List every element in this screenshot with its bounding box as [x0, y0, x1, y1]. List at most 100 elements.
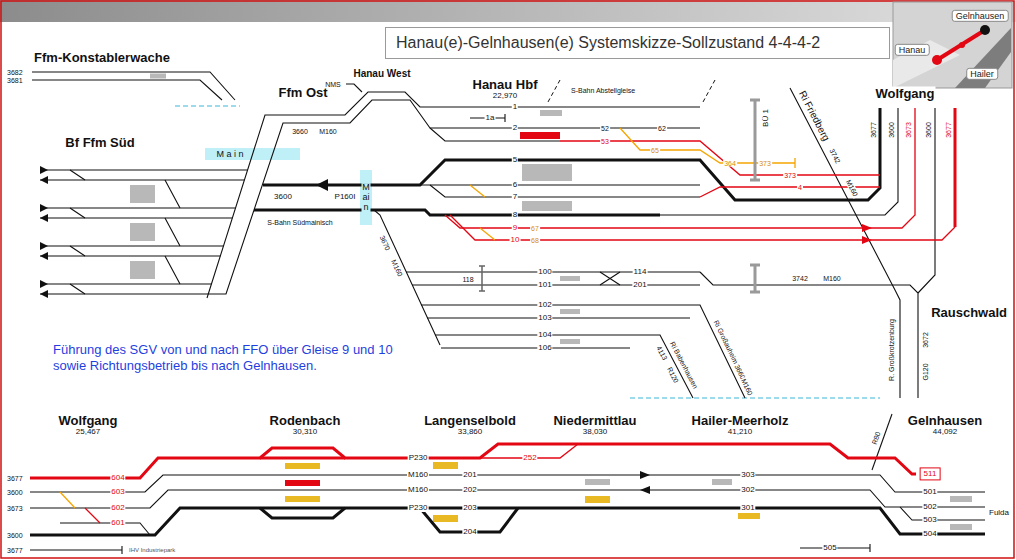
line-number: 3681 [6, 77, 24, 84]
track-number: 603 [110, 488, 125, 496]
line-number: 3677 [6, 547, 24, 554]
track-line [790, 88, 900, 398]
track-number: 5 [512, 156, 518, 164]
station-name: Rodenbach [269, 414, 342, 427]
platform [130, 74, 972, 531]
track-number: 101 [537, 281, 552, 289]
line-number: 67 [530, 225, 540, 232]
red-line [85, 108, 955, 523]
line-number: 3742 [791, 275, 809, 282]
title-text: Hanau(e)-Gelnhausen(e) Systemskizze-Soll… [396, 34, 820, 52]
title-box: Hanau(e)-Gelnhausen(e) Systemskizze-Soll… [385, 27, 890, 59]
track-line [800, 544, 870, 552]
km-marker [479, 266, 485, 291]
track-line [420, 184, 700, 185]
direction-label: Ri Friedberg [796, 89, 831, 144]
line-number: S-Bahn Südmainisch [266, 219, 333, 226]
line-number: 68 [530, 237, 540, 244]
track-line [207, 92, 700, 298]
track-number: 602 [110, 504, 125, 512]
siding-dash [703, 80, 715, 102]
inset-map [893, 40, 960, 88]
track-number: 505 [822, 544, 837, 552]
line-number: 3672 [922, 331, 929, 349]
track-number: 501 [922, 488, 937, 496]
line-number: 52 [600, 125, 610, 132]
track-line [32, 72, 235, 100]
track-line [600, 272, 620, 285]
red-main-line [260, 457, 345, 460]
line-number: 3673 [905, 121, 912, 139]
track-line [441, 347, 630, 348]
track-number: 601 [110, 519, 125, 527]
red-main-line [954, 108, 957, 227]
orange-line [620, 128, 795, 168]
platform-red [285, 480, 320, 486]
direction-arrow [640, 471, 650, 479]
track-number: M160 [407, 471, 429, 479]
platform-yellow [285, 462, 760, 522]
track-line [40, 217, 232, 218]
track-number: 100 [537, 268, 552, 276]
line-number: 3742 [827, 147, 841, 166]
main-line [30, 108, 985, 535]
track-number: P230 [408, 504, 429, 512]
track-number: 6 [512, 181, 518, 189]
track-line [40, 255, 220, 256]
track-number: 103 [537, 314, 552, 322]
track-number: 1a [485, 114, 496, 122]
kilometre-mark: 25,467 [75, 428, 101, 436]
platform [560, 339, 580, 344]
track-line [40, 100, 700, 294]
platform-yellow [738, 513, 760, 519]
track-line [435, 335, 693, 398]
line-number: Ri Großauheim [712, 318, 740, 366]
platform-yellow [585, 496, 610, 503]
direction-arrow [40, 204, 48, 212]
track-number: 503 [922, 516, 937, 524]
track-line [430, 185, 700, 197]
track-line [40, 245, 224, 246]
red-line [560, 141, 880, 175]
track-number: 504 [922, 530, 937, 538]
node-text: 511 [924, 469, 937, 478]
platform [522, 164, 572, 181]
line-number: R120 [666, 365, 681, 385]
line-number: 3677 [870, 121, 877, 139]
line-number: 3677 [6, 475, 24, 482]
line-number: 3600 [925, 121, 932, 139]
line-number: 364 [723, 160, 737, 167]
red-line [450, 215, 955, 240]
main-line [254, 210, 660, 215]
platform [585, 479, 610, 485]
station-name: Langenselbold [423, 414, 517, 427]
track-line [430, 128, 560, 141]
direction-arrow [40, 252, 48, 260]
track-number: 10 [510, 236, 521, 244]
track-line [700, 272, 918, 398]
track-number: 252 [522, 454, 537, 462]
inset-map [932, 55, 942, 65]
track-number: 8 [512, 211, 518, 219]
line-number: 3660 [291, 128, 309, 135]
main-line [263, 108, 880, 200]
platform [950, 496, 972, 502]
track-number: 106 [537, 344, 552, 352]
line-number: R. Großkrotzenburg [888, 318, 895, 382]
station-name: Wolfgang [875, 87, 936, 100]
track-number: BÜ 1 [762, 108, 770, 128]
track-line [40, 283, 211, 284]
platform-yellow [285, 496, 320, 502]
track-number: M160 [407, 486, 429, 494]
node-text: Hailer [970, 69, 994, 79]
station-name: Ffm-Konstablerwache [33, 51, 171, 64]
track-number: 102 [537, 301, 552, 309]
station-name: Gelnhausen [907, 414, 983, 427]
track-line [421, 305, 745, 398]
line-number: 4 [797, 184, 803, 191]
track-number: 9 [512, 224, 518, 232]
note-text: Führung des SGV von und nach FFO über Gl… [52, 342, 426, 375]
boundary-dash [175, 105, 240, 106]
